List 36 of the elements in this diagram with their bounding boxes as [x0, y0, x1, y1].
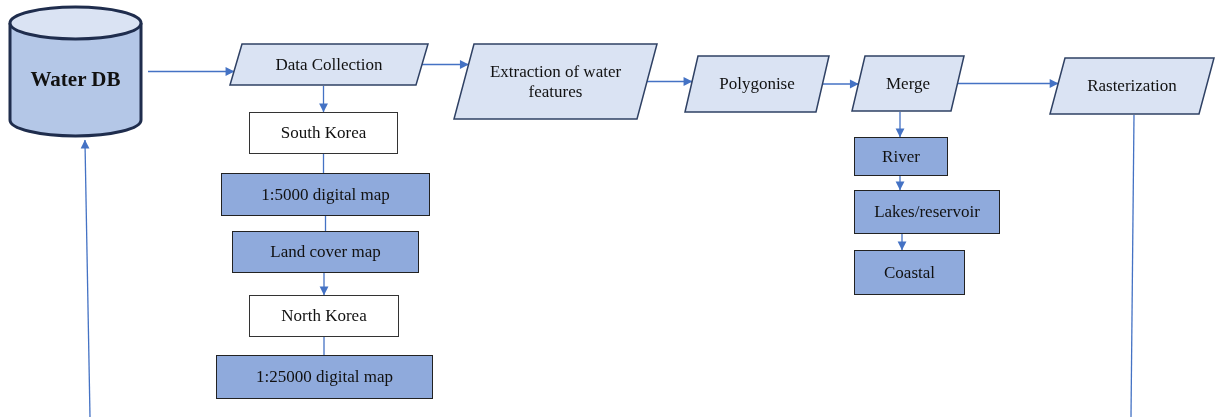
connector-arrow — [147, 67, 235, 76]
connector-arrow — [319, 272, 329, 296]
data-box — [249, 112, 398, 154]
step-label: 1:5000 digital map — [260, 183, 391, 206]
process-parallelogram — [230, 43, 428, 86]
process-parallelogram — [685, 55, 829, 113]
data-box — [854, 190, 1000, 234]
step-label: Extraction of water features — [488, 60, 623, 103]
data-box — [249, 295, 399, 337]
data-box — [232, 231, 419, 273]
step-label: Rasterization — [1086, 75, 1178, 98]
data-box — [221, 173, 430, 216]
connector-arrow — [895, 111, 905, 138]
data-box — [854, 137, 948, 176]
database-label: Water DB — [29, 66, 122, 94]
connector-arrow — [80, 139, 91, 417]
step-label: Polygonise — [718, 73, 796, 96]
step-label: North Korea — [280, 305, 368, 328]
step-label: 1:25000 digital map — [255, 366, 394, 389]
step-label: Coastal — [883, 261, 936, 284]
data-box — [854, 250, 965, 295]
step-label: South Korea — [279, 122, 368, 145]
data-box — [216, 355, 433, 399]
process-parallelogram — [454, 43, 657, 120]
process-parallelogram — [1050, 57, 1214, 115]
database-cylinder — [8, 5, 143, 138]
connector-arrow — [319, 85, 328, 113]
step-label: Lakes/reservoir — [873, 201, 981, 224]
connector-arrow — [895, 175, 905, 191]
process-parallelogram — [852, 55, 964, 112]
connector-arrow — [646, 77, 693, 86]
step-label: Land cover map — [269, 241, 382, 264]
step-label: Data Collection — [274, 53, 384, 76]
step-label: River — [881, 145, 921, 168]
connector-arrow — [897, 233, 907, 251]
step-label: Merge — [884, 72, 932, 95]
